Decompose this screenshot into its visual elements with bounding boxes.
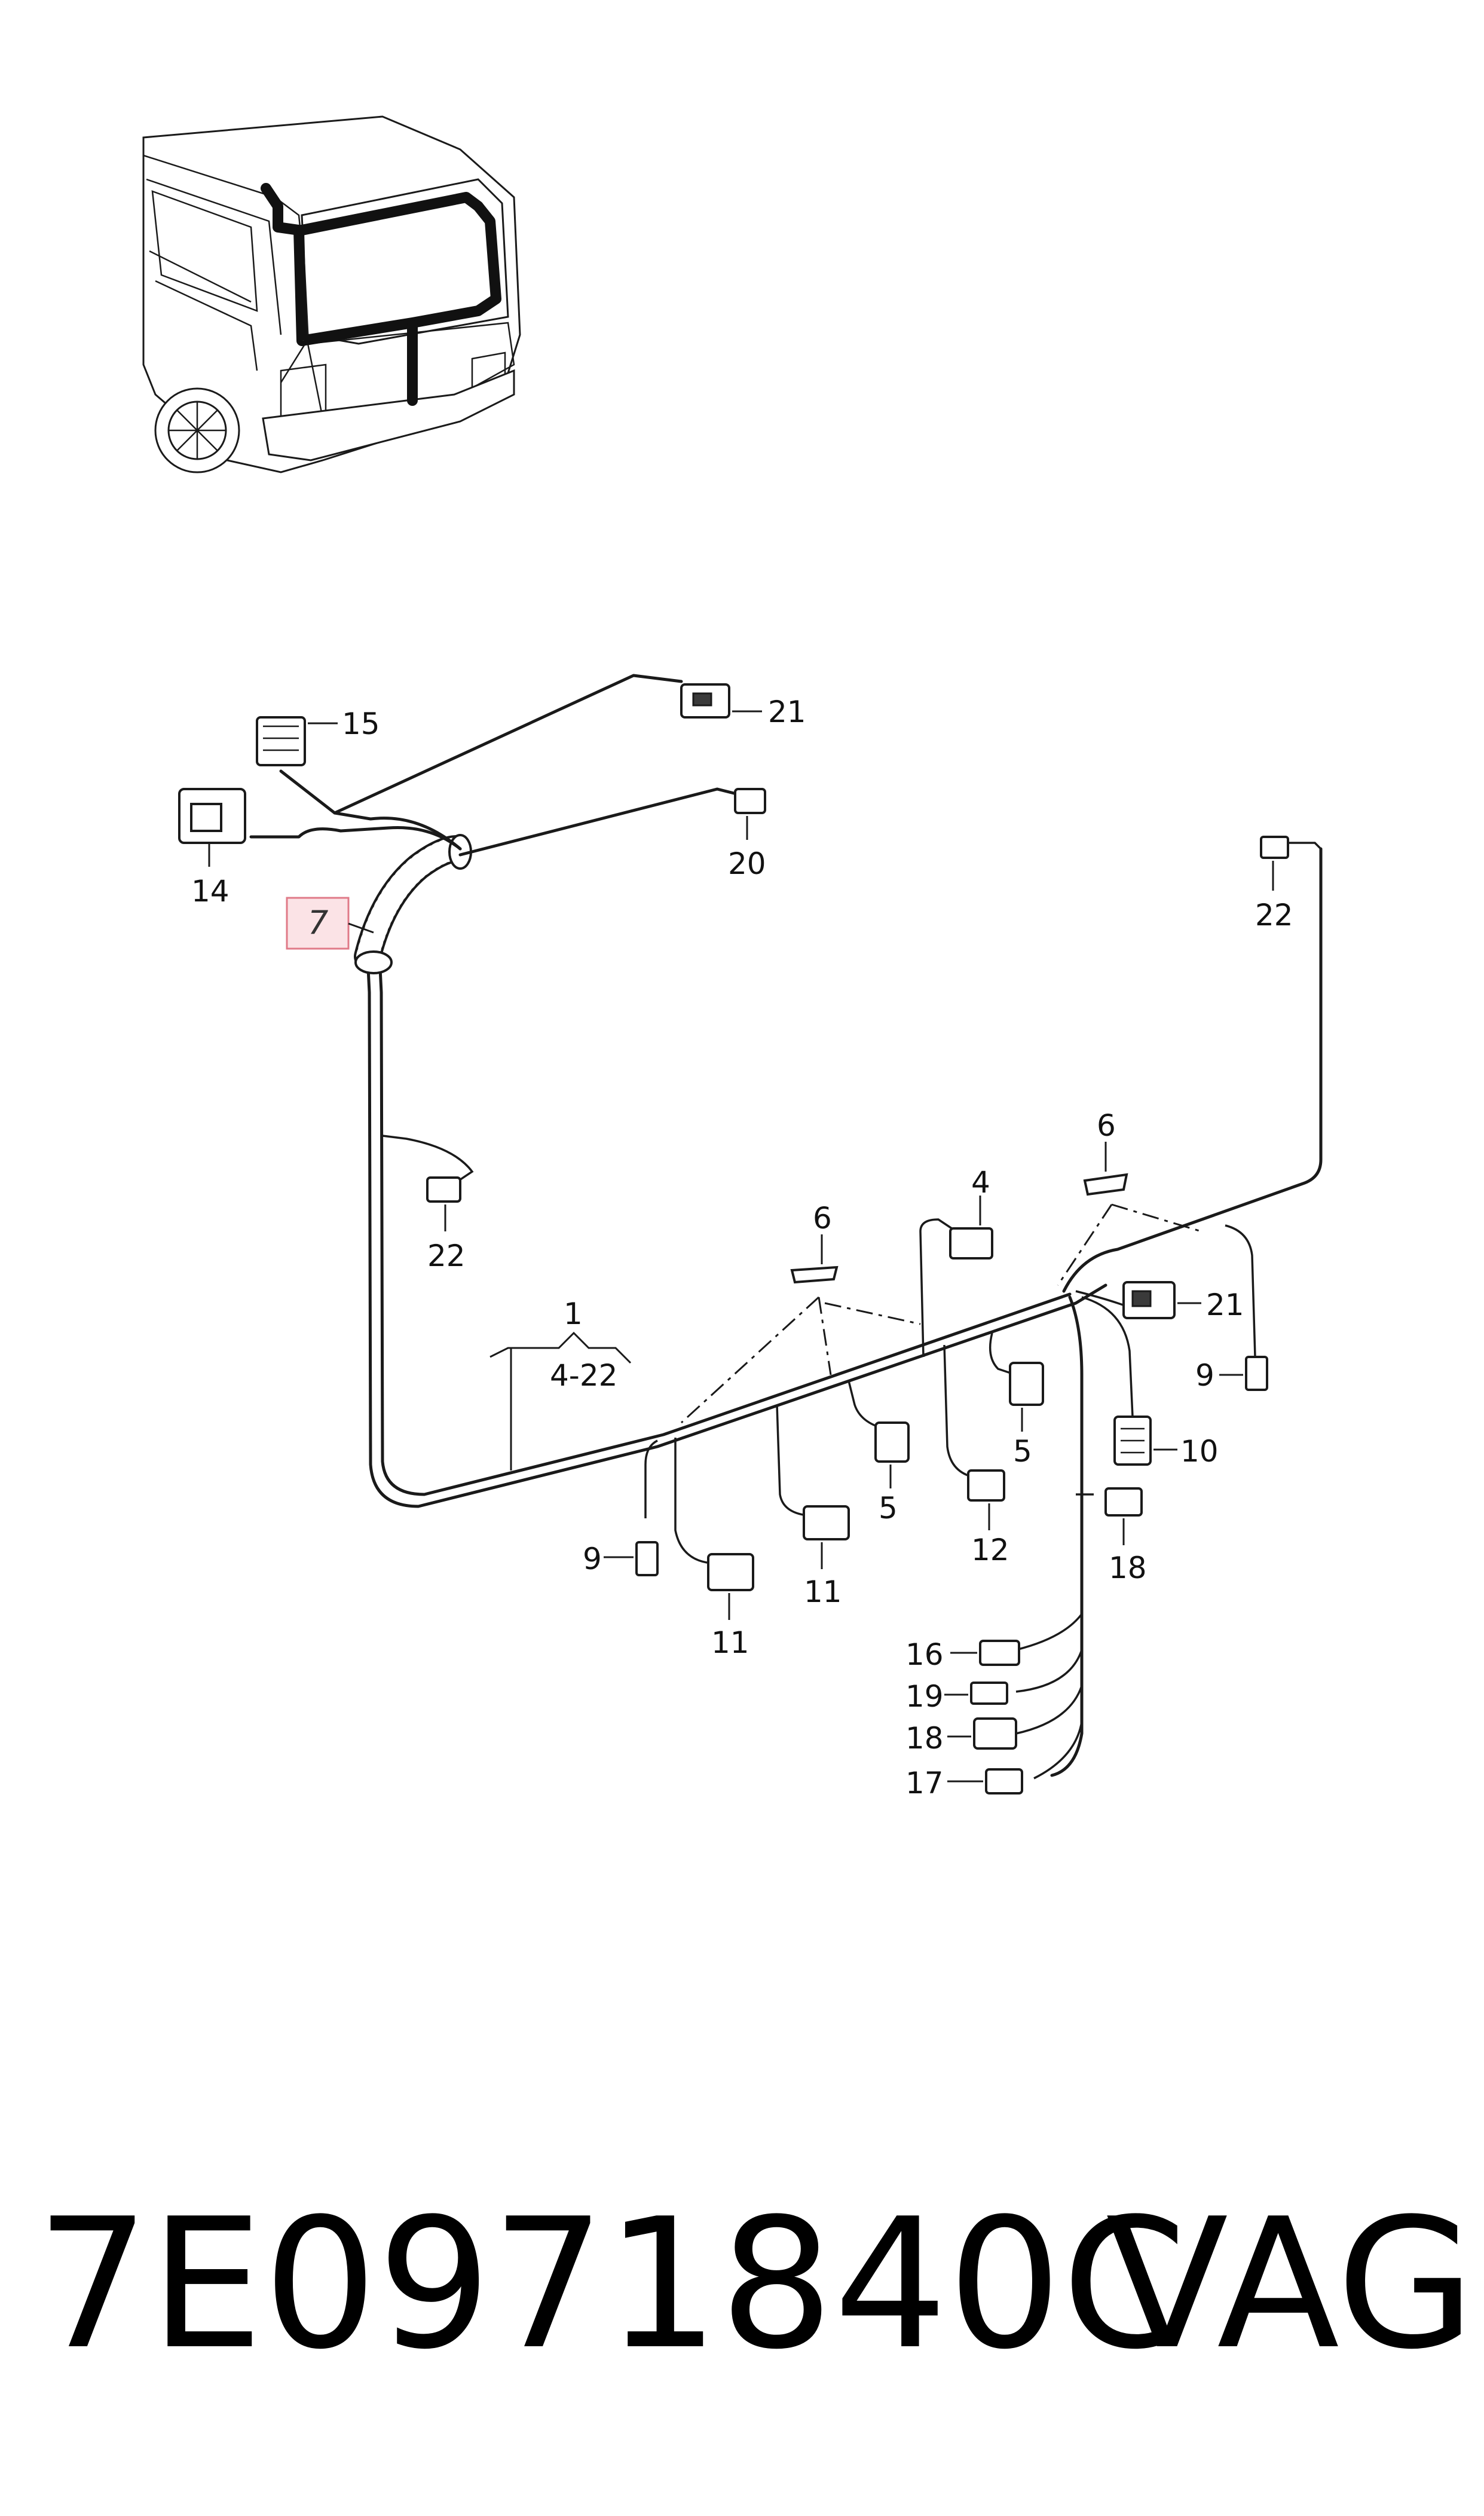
wiring <box>249 674 1323 1780</box>
label-7[interactable]: 7 <box>308 904 328 941</box>
label-12[interactable]: 12 <box>971 1533 1009 1567</box>
label-5-middle[interactable]: 5 <box>879 1491 898 1526</box>
label-9-left[interactable]: 9 <box>583 1542 602 1576</box>
vehicle-illustration <box>142 115 521 473</box>
part-number: 7E0971840C <box>36 2180 1187 2389</box>
highlight-box-part-7[interactable] <box>286 897 350 950</box>
label-1-range[interactable]: 4-22 <box>550 1358 617 1393</box>
part-labels: 15 14 21 20 22 7 22 6 6 4 1 4-22 21 9 5 … <box>191 695 1293 1800</box>
connectors <box>178 683 1289 1794</box>
label-22-left[interactable]: 22 <box>427 1239 466 1273</box>
label-21-right[interactable]: 21 <box>1206 1288 1244 1322</box>
label-5-right[interactable]: 5 <box>1013 1434 1032 1469</box>
label-1[interactable]: 1 <box>564 1297 583 1331</box>
label-4[interactable]: 4 <box>971 1165 990 1200</box>
leader-lines <box>208 710 1274 1783</box>
label-21-top[interactable]: 21 <box>768 695 806 729</box>
label-18-right[interactable]: 18 <box>1109 1551 1147 1585</box>
label-6-right[interactable]: 6 <box>1097 1108 1116 1143</box>
label-14[interactable]: 14 <box>191 874 230 909</box>
label-19[interactable]: 19 <box>905 1679 944 1714</box>
label-17[interactable]: 17 <box>905 1766 944 1800</box>
label-22-right[interactable]: 22 <box>1255 898 1293 933</box>
label-9-right[interactable]: 9 <box>1195 1358 1214 1393</box>
label-15[interactable]: 15 <box>342 707 380 741</box>
reference-lines <box>680 1203 1202 1424</box>
label-16[interactable]: 16 <box>905 1637 944 1672</box>
label-18-lower[interactable]: 18 <box>905 1721 944 1756</box>
brand-label: VAG <box>1106 2180 1475 2389</box>
label-20[interactable]: 20 <box>728 846 766 881</box>
label-11-left[interactable]: 11 <box>711 1625 749 1660</box>
label-11-middle[interactable]: 11 <box>804 1575 842 1609</box>
label-10[interactable]: 10 <box>1180 1434 1219 1469</box>
label-6-left[interactable]: 6 <box>813 1201 832 1236</box>
